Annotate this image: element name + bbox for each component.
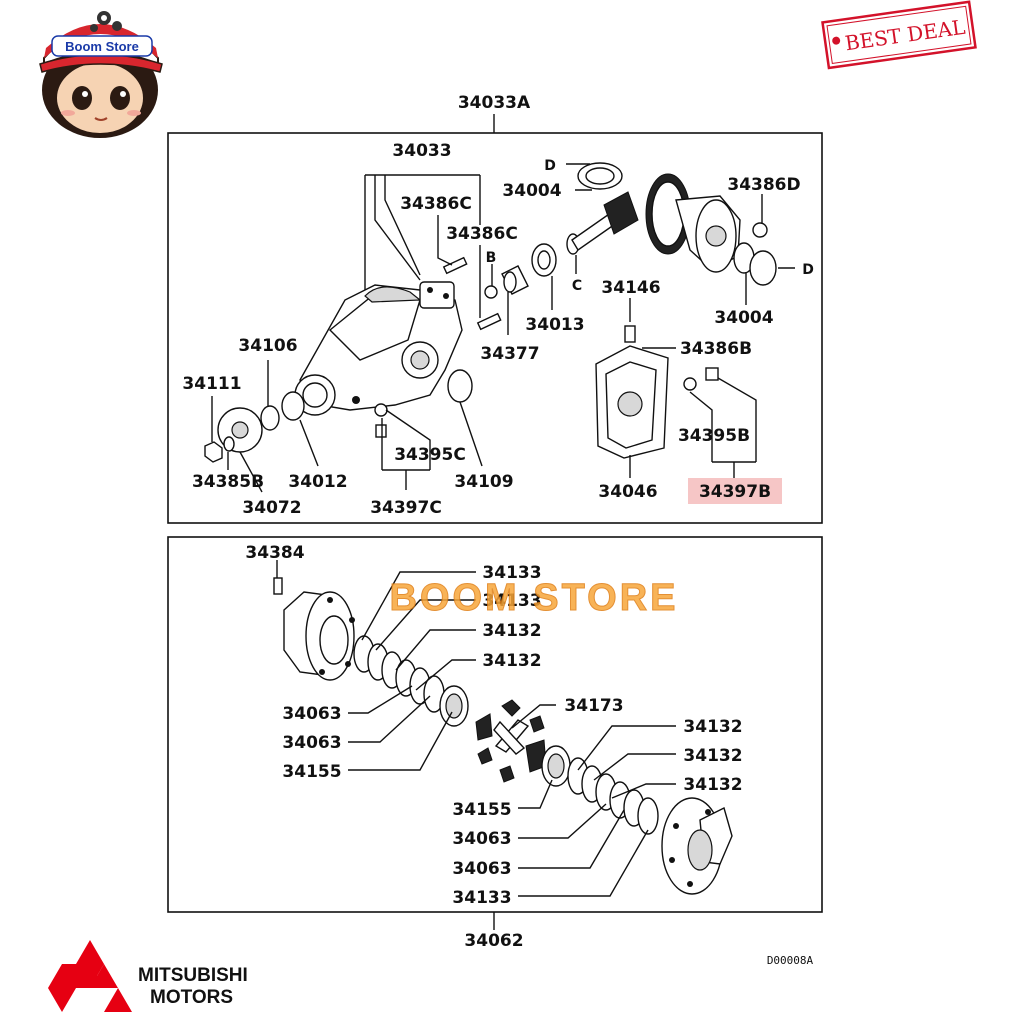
differential-carrier-housing [294, 281, 463, 416]
label-34155-right: 34155 [452, 800, 511, 820]
lower-assembly-title: 34062 [464, 931, 523, 951]
label-34146: 34146 [601, 278, 660, 298]
pinion-spider-gears [475, 699, 547, 783]
label-34386d: 34386D [727, 175, 800, 195]
companion-flange-parts [204, 369, 473, 463]
lower-assembly: 34062 [167, 536, 823, 951]
label-34132-b: 34132 [482, 651, 541, 671]
label-34155-left: 34155 [282, 762, 341, 782]
rear-cover [595, 325, 719, 459]
label-34386c-2: 34386C [446, 224, 518, 244]
label-d-top: D [544, 158, 556, 174]
store-badge-text: Boom Store [65, 39, 139, 54]
upper-assembly-frame [167, 132, 823, 524]
clutch-plates-left [353, 635, 469, 727]
upper-assembly-title: 34033A [458, 93, 531, 113]
label-34384: 34384 [245, 543, 304, 563]
label-d-right: D [802, 262, 814, 278]
label-34386c-1: 34386C [400, 194, 472, 214]
label-b: B [486, 250, 497, 266]
mitsubishi-logo: MITSUBISHI MOTORS [48, 940, 248, 1012]
label-34046: 34046 [598, 482, 657, 502]
label-34063-b: 34063 [282, 733, 341, 753]
store-mascot-logo: Boom Store [39, 11, 163, 138]
label-34133-top2: 34133 [482, 591, 541, 611]
best-deal-stamp: BEST DEAL [821, 0, 977, 70]
lower-assembly-frame [167, 536, 823, 913]
label-34063-d: 34063 [452, 859, 511, 879]
label-34063-c: 34063 [452, 829, 511, 849]
brand-line-2: MOTORS [150, 987, 233, 1008]
label-34106: 34106 [238, 336, 297, 356]
label-34063-a: 34063 [282, 704, 341, 724]
label-34004-right: 34004 [714, 308, 773, 328]
label-34132-a: 34132 [482, 621, 541, 641]
label-34132-c: 34132 [683, 717, 742, 737]
drive-pinion-gear [571, 162, 639, 252]
lower-leader-lines [276, 560, 676, 897]
differential-case-left [273, 577, 355, 681]
label-34111: 34111 [182, 374, 241, 394]
label-34033: 34033 [392, 141, 451, 161]
label-34109: 34109 [454, 472, 513, 492]
drawing-code: D00008A [767, 954, 814, 967]
ring-gear-and-case [645, 173, 777, 286]
label-c: C [572, 278, 582, 294]
label-34133-top: 34133 [482, 563, 541, 583]
brand-line-1: MITSUBISHI [138, 965, 248, 986]
label-34132-d: 34132 [683, 746, 742, 766]
label-34132-e: 34132 [683, 775, 742, 795]
label-34013: 34013 [525, 315, 584, 335]
store-watermark: BOOM STORE [390, 577, 679, 619]
label-34397b: 34397B [699, 482, 771, 502]
upper-assembly: 34033A [167, 93, 823, 524]
label-34395b: 34395B [678, 426, 750, 446]
label-34395c: 34395C [394, 445, 466, 465]
label-34133-bottom: 34133 [452, 888, 511, 908]
label-34012: 34012 [288, 472, 347, 492]
label-34385b: 34385B [192, 472, 264, 492]
differential-case-right [661, 797, 733, 895]
label-34004-top: 34004 [502, 181, 561, 201]
label-34072: 34072 [242, 498, 301, 518]
housing-bolts [442, 256, 502, 331]
clutch-plates-right [541, 745, 659, 835]
pinion-spacer-and-bearing [501, 233, 580, 295]
highlight-34397b [688, 478, 782, 504]
label-34377: 34377 [480, 344, 539, 364]
label-34386b: 34386B [680, 339, 752, 359]
upper-leader-lines [211, 163, 795, 493]
label-34173: 34173 [564, 696, 623, 716]
label-34397c: 34397C [370, 498, 442, 518]
